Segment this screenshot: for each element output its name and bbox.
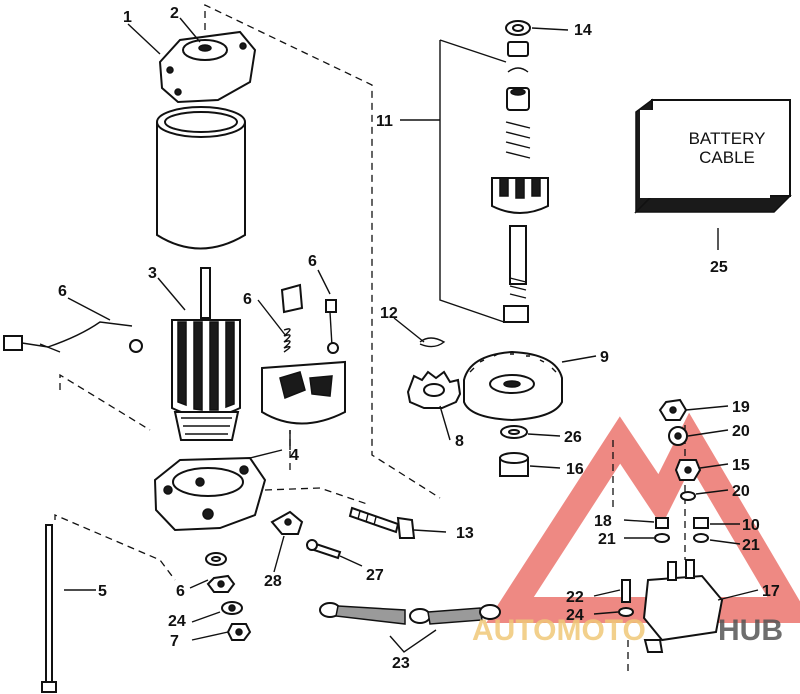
washer-and-bushing xyxy=(499,425,529,477)
callout-7: 7 xyxy=(170,633,179,650)
pinion-gear xyxy=(406,370,462,409)
callout-17: 17 xyxy=(762,583,780,600)
callout-10: 10 xyxy=(742,517,760,534)
callout-6b: 6 xyxy=(243,291,252,308)
wire-clip xyxy=(270,510,304,535)
callout-25: 25 xyxy=(710,259,728,276)
battery-cable-line2: CABLE xyxy=(699,148,755,167)
callout-18: 18 xyxy=(594,513,612,530)
callout-19: 19 xyxy=(732,399,750,416)
callout-6a: 6 xyxy=(58,283,67,300)
callout-16: 16 xyxy=(566,461,584,478)
callout-23: 23 xyxy=(392,655,410,672)
callout-13: 13 xyxy=(456,525,474,542)
brush-assembly xyxy=(261,283,346,425)
ring-gear xyxy=(463,350,563,422)
callout-4: 4 xyxy=(290,447,299,464)
assembly-guide-lines xyxy=(54,3,686,675)
retaining-ring xyxy=(419,337,446,348)
callout-28: 28 xyxy=(264,573,282,590)
starter-solenoid xyxy=(642,559,724,653)
callout-2: 2 xyxy=(170,5,179,22)
motor-housing xyxy=(156,106,246,250)
watermark-brand-right: HUB xyxy=(718,614,783,647)
small-screw xyxy=(306,539,342,560)
drive-end-cap xyxy=(158,30,257,104)
armature xyxy=(171,267,241,441)
callout-24a: 24 xyxy=(168,613,186,630)
callout-8: 8 xyxy=(455,433,464,450)
field-wire-lead xyxy=(3,321,143,353)
callout-14: 14 xyxy=(574,22,592,39)
callout-3: 3 xyxy=(148,265,157,282)
callout-6d: 6 xyxy=(176,583,185,600)
callout-21b: 21 xyxy=(742,537,760,554)
callout-9: 9 xyxy=(600,349,609,366)
callout-numbers: 1 2 3 4 5 6 6 6 6 7 8 9 10 11 12 13 14 1… xyxy=(58,5,780,672)
commutator-end-frame xyxy=(153,456,267,532)
callout-5: 5 xyxy=(98,583,107,600)
callout-12: 12 xyxy=(380,305,398,322)
watermark-text: AUTOMOTO HUB xyxy=(472,614,783,647)
callout-20b: 20 xyxy=(732,483,750,500)
battery-cables xyxy=(319,602,501,625)
battery-cable-label: BATTERY CABLE xyxy=(689,129,766,167)
battery-cable-line1: BATTERY xyxy=(689,129,766,148)
mounting-bolt xyxy=(348,506,416,539)
callout-21a: 21 xyxy=(598,531,616,548)
callout-26: 26 xyxy=(564,429,582,446)
callout-22: 22 xyxy=(566,589,584,606)
drive-assembly xyxy=(491,20,549,323)
solenoid-hardware xyxy=(618,398,709,617)
through-bolt xyxy=(41,524,57,693)
lower-hardware xyxy=(205,552,252,641)
callout-6c: 6 xyxy=(308,253,317,270)
callout-27: 27 xyxy=(366,567,384,584)
callout-15: 15 xyxy=(732,457,750,474)
callout-20a: 20 xyxy=(732,423,750,440)
battery-cable-box xyxy=(634,98,792,214)
callout-1: 1 xyxy=(123,9,132,26)
callout-11: 11 xyxy=(376,113,393,130)
watermark-brand-left: AUTOMOTO xyxy=(472,614,646,647)
callout-24b: 24 xyxy=(566,607,584,624)
leader-lines xyxy=(64,17,759,653)
